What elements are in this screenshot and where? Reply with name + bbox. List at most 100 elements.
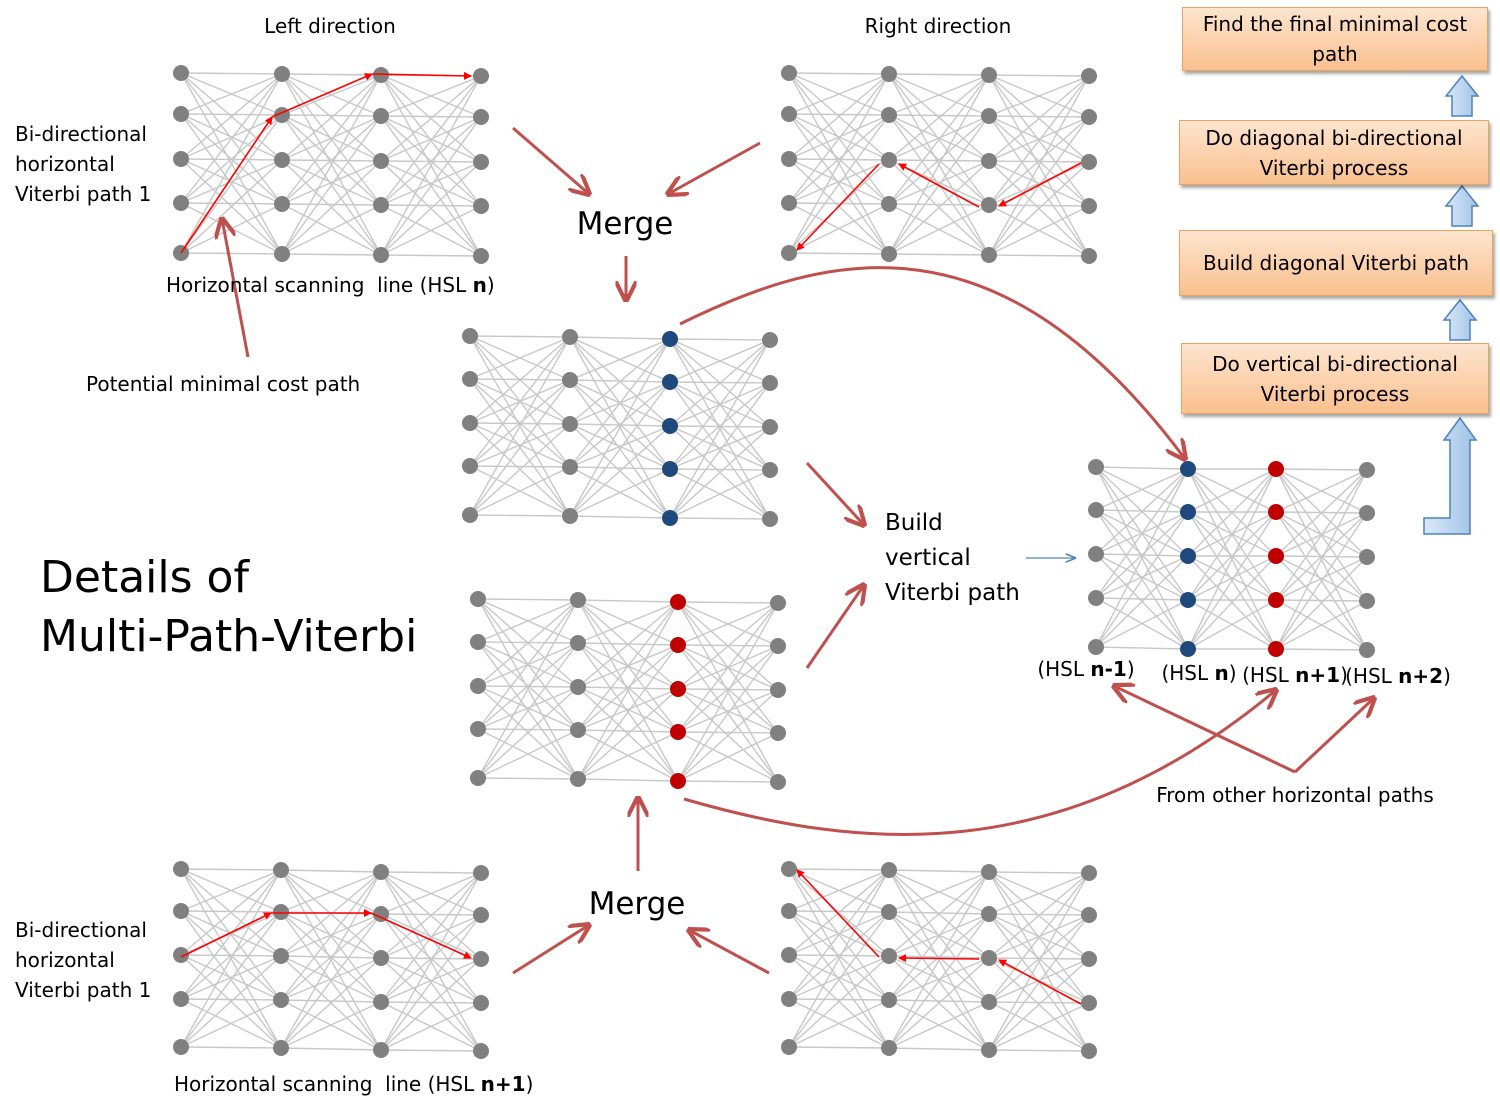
grid-edge [380,115,482,118]
grid-node [1180,548,1196,564]
grid-edge [988,74,1090,77]
grid-edge [180,159,283,254]
step-build-diagonal-path: Build diagonal Viterbi path [1179,230,1493,296]
grid-node [1359,642,1375,658]
grid-edge [281,115,382,205]
top-left-path [180,116,273,254]
grid-edge [380,958,482,1051]
grid-node [473,154,489,170]
grid-node [473,198,489,214]
grid-node [173,1039,189,1055]
grid-edge [888,114,990,117]
grid-edge [281,115,382,255]
grid-edge [1095,466,1189,470]
grid-edge [380,958,482,1003]
grid-node [373,1042,389,1058]
grid-edge [788,869,890,1000]
grid-node [762,419,778,435]
grid-edge [477,686,579,730]
grid-node [981,950,997,966]
grid-edge [281,204,382,255]
grid-edge [988,1001,1090,1004]
grid-edge [669,426,771,519]
grid-edge [888,253,990,256]
grid-node [981,108,997,124]
grid-node [981,247,997,263]
grid-node [1268,641,1284,657]
bidir-path-bottom-line1: Bi-directional [15,918,147,942]
grid-edge [469,514,571,517]
grid-node [273,1040,289,1056]
grid-edge [788,203,890,254]
grid-edge [180,114,283,254]
grid-edge [569,425,671,468]
grid-edge [677,602,779,782]
grid-edge [469,466,571,516]
bidir-path-bottom-line3: Viterbi path 1 [15,978,151,1002]
grid-edge [1275,600,1368,650]
network-grids [173,65,1375,1059]
grid-node [1081,907,1097,923]
grid-vertical-network [1088,459,1375,658]
grid-node [770,595,786,611]
grid-node [173,861,189,877]
grid-edge [380,116,482,162]
other-to-n-plus-2 [1293,698,1374,774]
grid-edge [888,913,990,1001]
grid-edge [888,871,990,913]
grid-node [1180,504,1196,520]
grid-edge [477,598,579,601]
grid-node [373,197,389,213]
grid-node [562,416,578,432]
hsl-top-suffix: ) [487,273,495,297]
grid-edge [888,74,990,205]
build-vertical-line3: Viterbi path [885,580,1020,606]
grid-node [662,510,678,526]
grid-node [981,1042,997,1058]
grid-edge [788,72,890,75]
grid-edge [477,599,579,779]
step-find-final-path: Find the final minimal cost path [1182,7,1488,71]
grid-edge [380,1002,482,1051]
grid-edge [888,871,990,957]
grid-node [770,774,786,790]
grid-edge [788,910,890,913]
grid-edge [180,910,282,913]
grid-node [1359,505,1375,521]
grid-edge [577,729,679,733]
grid-node [562,459,578,475]
grid-edge [888,1047,990,1051]
grid-node [473,109,489,125]
potential-path-pointer [222,219,250,358]
grid-edge [477,777,579,780]
grid-edge [988,872,1090,959]
grid-edge [1187,511,1277,650]
grid-edge [380,914,482,1003]
grid-edge [1187,468,1277,513]
potential-path-label: Potential minimal cost path [86,372,360,396]
grid-edge [1275,469,1368,513]
hsl-col-n-minus-1: (HSL n-1) [1037,657,1134,681]
grid-edge [788,159,890,204]
grid-node [274,152,290,168]
grid-edge [1275,469,1368,601]
hsl-top-label: Horizontal scanning line (HSL n) [166,273,495,297]
grid-node [173,195,189,211]
grid-edge [281,115,382,161]
grid-edge [569,381,671,468]
grid-edge [280,913,382,1001]
grid-edge [888,204,990,255]
grid-edge [988,116,1090,162]
grid-node [781,106,797,122]
grid-edge [669,426,771,470]
grid-edge [988,115,1090,118]
grid-edge [788,955,890,1048]
bidir-path-bottom-line2: horizontal [15,948,115,972]
hsl-col-n-plus-2: (HSL n+2) [1345,664,1451,688]
grid-node [1268,461,1284,477]
grid-edge [788,869,890,956]
grid-edge [469,335,571,338]
grid-edge [380,75,482,206]
left-direction-label: Left direction [264,14,396,38]
grid-node [373,906,389,922]
